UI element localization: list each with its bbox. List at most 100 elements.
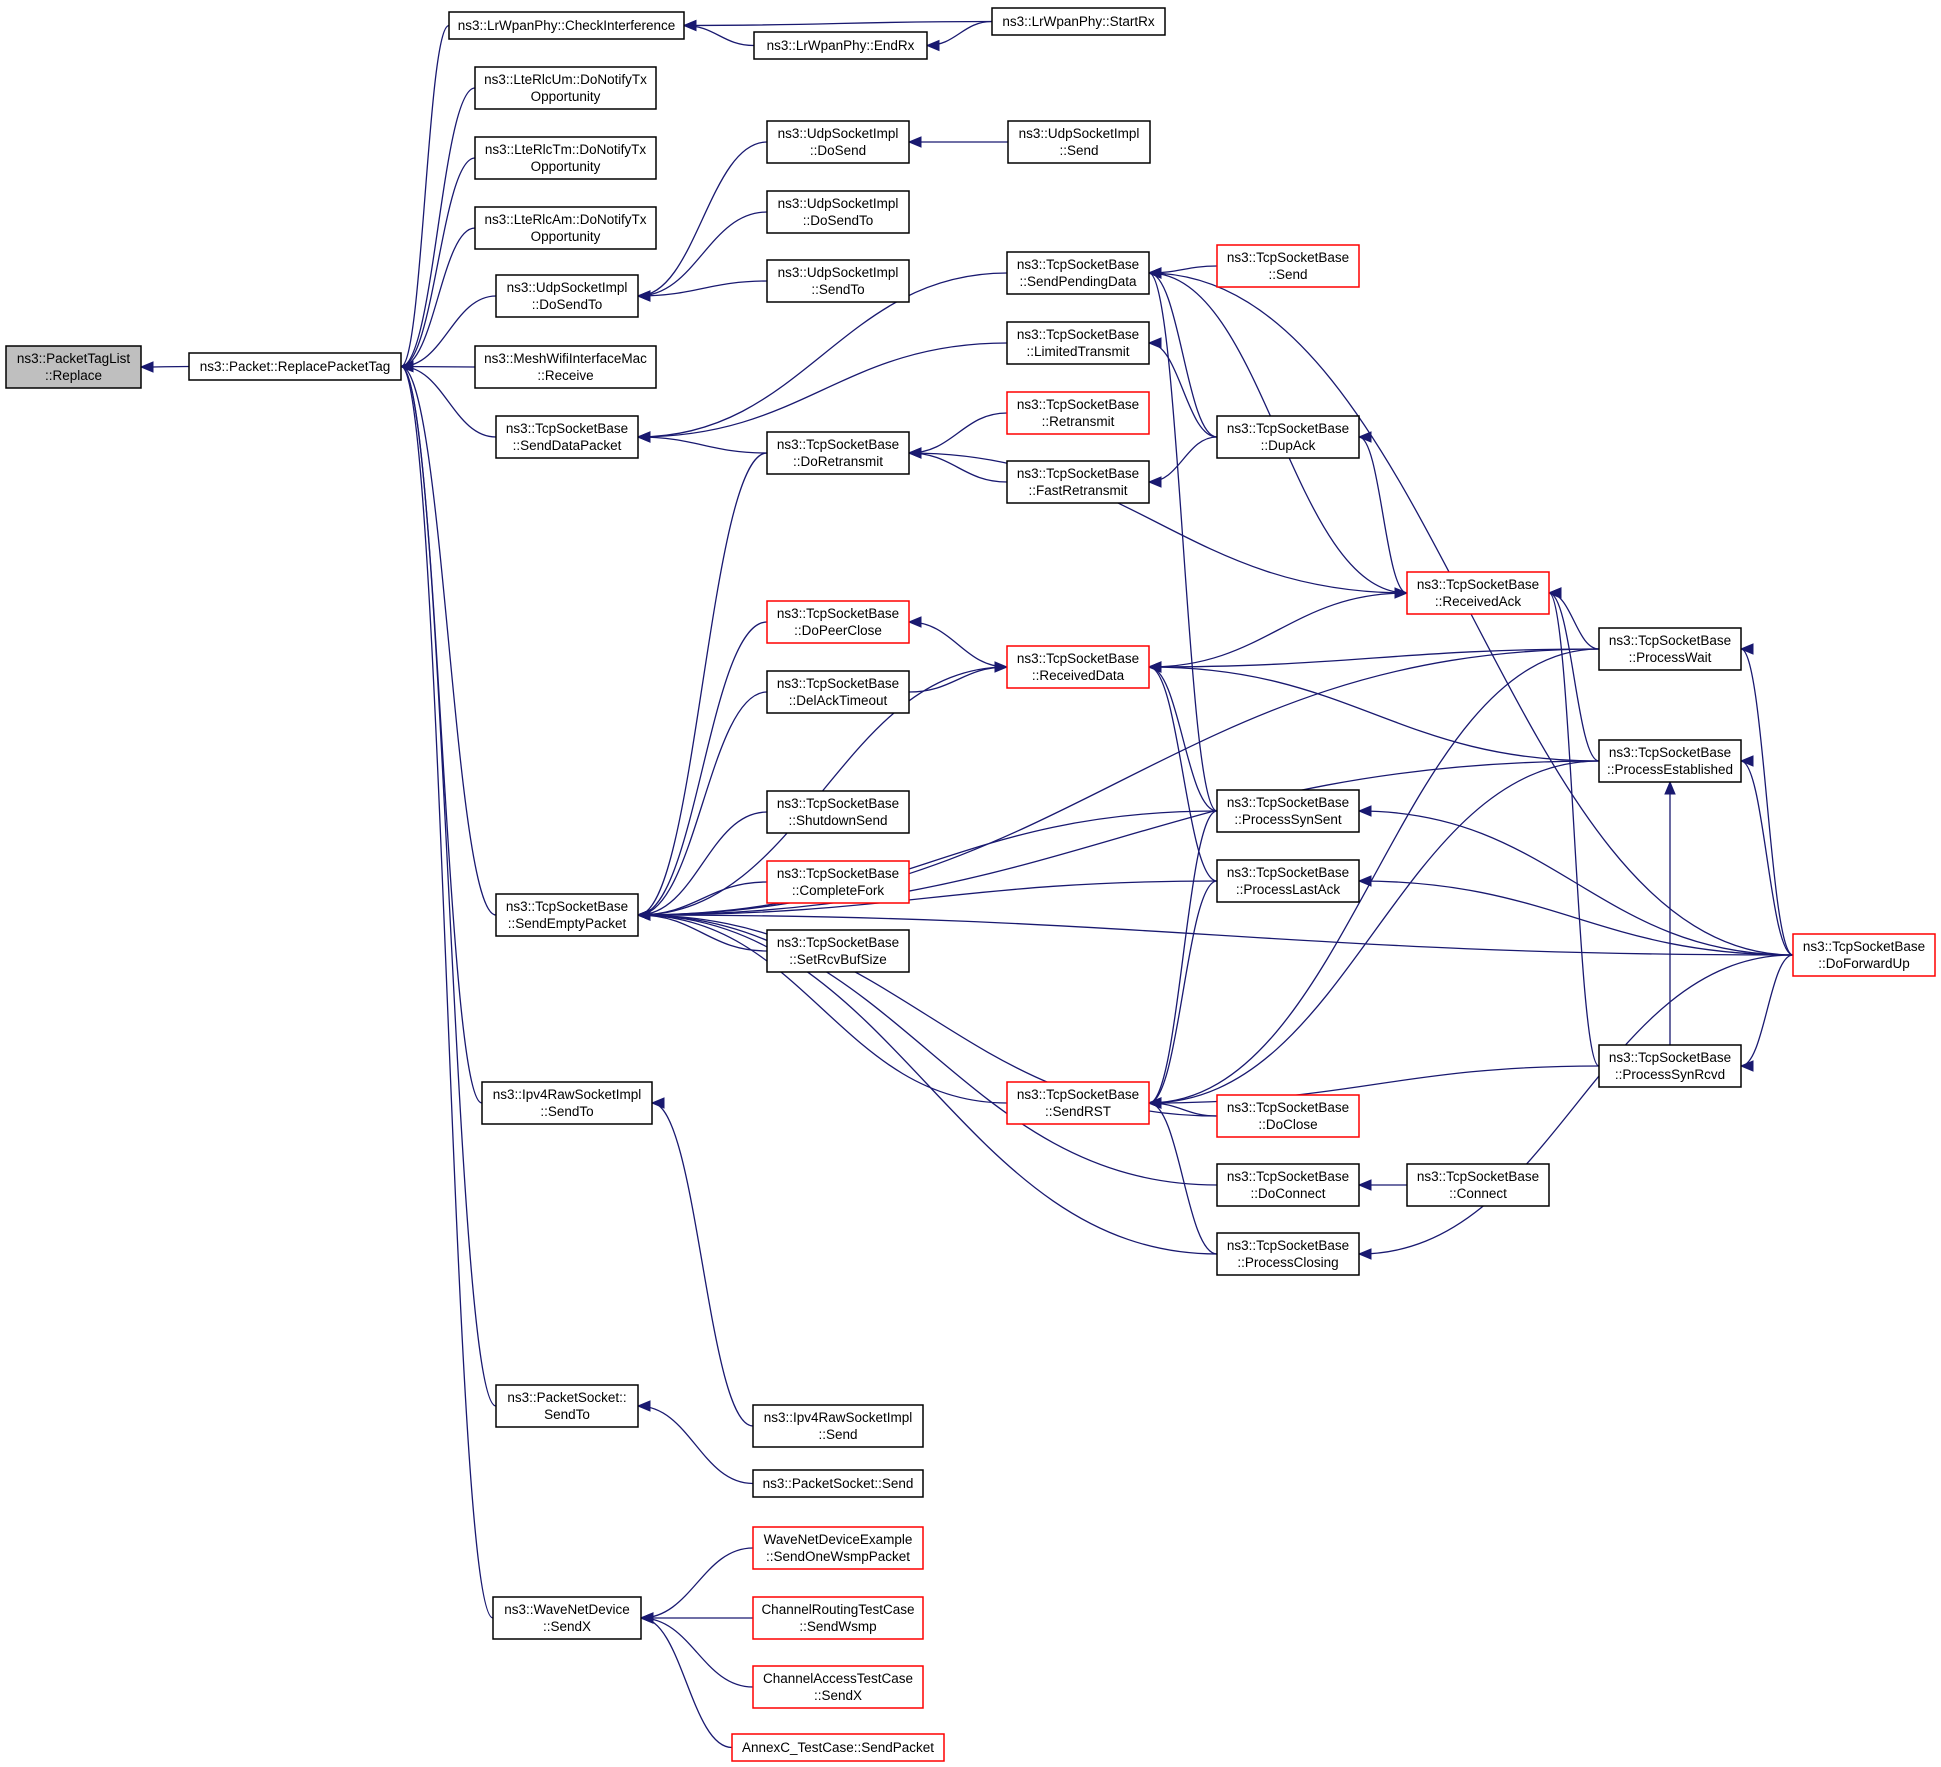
node-box[interactable] xyxy=(752,1404,924,1448)
node-dopeerclose[interactable]: ns3::TcpSocketBase::DoPeerClose xyxy=(766,600,910,644)
node-box[interactable] xyxy=(495,274,639,318)
node-closing[interactable]: ns3::TcpSocketBase::ProcessClosing xyxy=(1216,1232,1360,1276)
node-sendx[interactable]: ns3::WaveNetDevice::SendX xyxy=(492,1596,642,1640)
node-box[interactable] xyxy=(474,66,657,110)
node-box[interactable] xyxy=(474,136,657,180)
node-retransmit[interactable]: ns3::TcpSocketBase::Retransmit xyxy=(1006,391,1150,435)
node-box[interactable] xyxy=(495,1384,639,1428)
node-limited[interactable]: ns3::TcpSocketBase::LimitedTransmit xyxy=(1006,321,1150,365)
node-box[interactable] xyxy=(1216,1094,1360,1138)
node-box[interactable] xyxy=(1792,933,1936,977)
node-box[interactable] xyxy=(1006,391,1150,435)
node-box[interactable] xyxy=(5,345,142,389)
node-senddata[interactable]: ns3::TcpSocketBase::SendDataPacket xyxy=(495,415,639,459)
node-box[interactable] xyxy=(752,1469,924,1498)
node-completefork[interactable]: ns3::TcpSocketBase::CompleteFork xyxy=(766,860,910,904)
node-box[interactable] xyxy=(448,11,685,40)
node-udpdosendto[interactable]: ns3::UdpSocketImpl::DoSendTo xyxy=(495,274,639,318)
node-udpsendto[interactable]: ns3::UdpSocketImpl::SendTo xyxy=(766,259,910,303)
node-box[interactable] xyxy=(474,345,657,389)
node-meshrecv[interactable]: ns3::MeshWifiInterfaceMac::Receive xyxy=(474,345,657,389)
node-synrcvd[interactable]: ns3::TcpSocketBase::ProcessSynRcvd xyxy=(1598,1044,1742,1088)
node-delack[interactable]: ns3::TcpSocketBase::DelAckTimeout xyxy=(766,670,910,714)
node-shutdown[interactable]: ns3::TcpSocketBase::ShutdownSend xyxy=(766,790,910,834)
node-sendrst[interactable]: ns3::TcpSocketBase::SendRST xyxy=(1006,1081,1150,1125)
node-udpsend[interactable]: ns3::UdpSocketImpl::Send xyxy=(1007,120,1151,164)
node-box[interactable] xyxy=(1406,571,1550,615)
node-box[interactable] xyxy=(752,1596,924,1640)
node-box[interactable] xyxy=(753,31,928,60)
node-box[interactable] xyxy=(1216,859,1360,903)
node-doforwardup[interactable]: ns3::TcpSocketBase::DoForwardUp xyxy=(1792,933,1936,977)
node-box[interactable] xyxy=(495,893,639,937)
node-box[interactable] xyxy=(492,1596,642,1640)
node-box[interactable] xyxy=(991,7,1166,36)
node-tcpsend[interactable]: ns3::TcpSocketBase::Send xyxy=(1216,244,1360,288)
node-wsmp[interactable]: WaveNetDeviceExample::SendOneWsmpPacket xyxy=(752,1526,924,1570)
node-startrx[interactable]: ns3::LrWpanPhy::StartRx xyxy=(991,7,1166,36)
node-ipv4send[interactable]: ns3::Ipv4RawSocketImpl::Send xyxy=(752,1404,924,1448)
node-fastretransmit[interactable]: ns3::TcpSocketBase::FastRetransmit xyxy=(1006,460,1150,504)
node-box[interactable] xyxy=(495,415,639,459)
node-processwait[interactable]: ns3::TcpSocketBase::ProcessWait xyxy=(1598,627,1742,671)
node-cachsendx[interactable]: ChannelAccessTestCase::SendX xyxy=(752,1665,924,1709)
node-box[interactable] xyxy=(766,190,910,234)
node-box[interactable] xyxy=(1006,645,1150,689)
node-box[interactable] xyxy=(766,790,910,834)
node-established[interactable]: ns3::TcpSocketBase::ProcessEstablished xyxy=(1598,739,1742,783)
node-doconnect[interactable]: ns3::TcpSocketBase::DoConnect xyxy=(1216,1163,1360,1207)
node-box[interactable] xyxy=(1216,244,1360,288)
node-rpt[interactable]: ns3::Packet::ReplacePacketTag xyxy=(188,352,402,381)
node-box[interactable] xyxy=(188,352,402,381)
node-pktsend[interactable]: ns3::PacketSocket::Send xyxy=(752,1469,924,1498)
node-lastack[interactable]: ns3::TcpSocketBase::ProcessLastAck xyxy=(1216,859,1360,903)
node-box[interactable] xyxy=(1006,460,1150,504)
node-pktsendto[interactable]: ns3::PacketSocket::SendTo xyxy=(495,1384,639,1428)
node-synsent[interactable]: ns3::TcpSocketBase::ProcessSynSent xyxy=(1216,789,1360,833)
node-box[interactable] xyxy=(766,431,910,475)
node-box[interactable] xyxy=(766,120,910,164)
node-doclose[interactable]: ns3::TcpSocketBase::DoClose xyxy=(1216,1094,1360,1138)
node-box[interactable] xyxy=(766,600,910,644)
node-replace[interactable]: ns3::PacketTagList::Replace xyxy=(5,345,142,389)
node-box[interactable] xyxy=(1006,1081,1150,1125)
node-connect[interactable]: ns3::TcpSocketBase::Connect xyxy=(1406,1163,1550,1207)
node-sendwsmp[interactable]: ChannelRoutingTestCase::SendWsmp xyxy=(752,1596,924,1640)
node-sendempty[interactable]: ns3::TcpSocketBase::SendEmptyPacket xyxy=(495,893,639,937)
node-box[interactable] xyxy=(1216,789,1360,833)
node-box[interactable] xyxy=(1406,1163,1550,1207)
node-box[interactable] xyxy=(752,1665,924,1709)
node-box[interactable] xyxy=(752,1526,924,1570)
node-box[interactable] xyxy=(1006,251,1150,295)
node-annexc[interactable]: AnnexC_TestCase::SendPacket xyxy=(731,1733,945,1762)
node-box[interactable] xyxy=(766,670,910,714)
node-sendpending[interactable]: ns3::TcpSocketBase::SendPendingData xyxy=(1006,251,1150,295)
node-box[interactable] xyxy=(1598,1044,1742,1088)
node-doretransmit[interactable]: ns3::TcpSocketBase::DoRetransmit xyxy=(766,431,910,475)
node-box[interactable] xyxy=(1216,1163,1360,1207)
node-box[interactable] xyxy=(766,929,910,973)
node-box[interactable] xyxy=(1598,739,1742,783)
node-box[interactable] xyxy=(1216,1232,1360,1276)
node-receivedack[interactable]: ns3::TcpSocketBase::ReceivedAck xyxy=(1406,571,1550,615)
node-dupack[interactable]: ns3::TcpSocketBase::DupAck xyxy=(1216,415,1360,459)
node-box[interactable] xyxy=(1006,321,1150,365)
node-box[interactable] xyxy=(1007,120,1151,164)
node-udpdosend[interactable]: ns3::UdpSocketImpl::DoSend xyxy=(766,120,910,164)
node-checkint[interactable]: ns3::LrWpanPhy::CheckInterference xyxy=(448,11,685,40)
node-box[interactable] xyxy=(731,1733,945,1762)
node-receiveddata[interactable]: ns3::TcpSocketBase::ReceivedData xyxy=(1006,645,1150,689)
node-box[interactable] xyxy=(766,860,910,904)
node-udpdosendto2[interactable]: ns3::UdpSocketImpl::DoSendTo xyxy=(766,190,910,234)
node-box[interactable] xyxy=(1598,627,1742,671)
node-setrcvbuf[interactable]: ns3::TcpSocketBase::SetRcvBufSize xyxy=(766,929,910,973)
node-ipv4sendto[interactable]: ns3::Ipv4RawSocketImpl::SendTo xyxy=(481,1081,653,1125)
node-box[interactable] xyxy=(1216,415,1360,459)
node-box[interactable] xyxy=(474,206,657,250)
node-endrx[interactable]: ns3::LrWpanPhy::EndRx xyxy=(753,31,928,60)
node-box[interactable] xyxy=(481,1081,653,1125)
node-box[interactable] xyxy=(766,259,910,303)
